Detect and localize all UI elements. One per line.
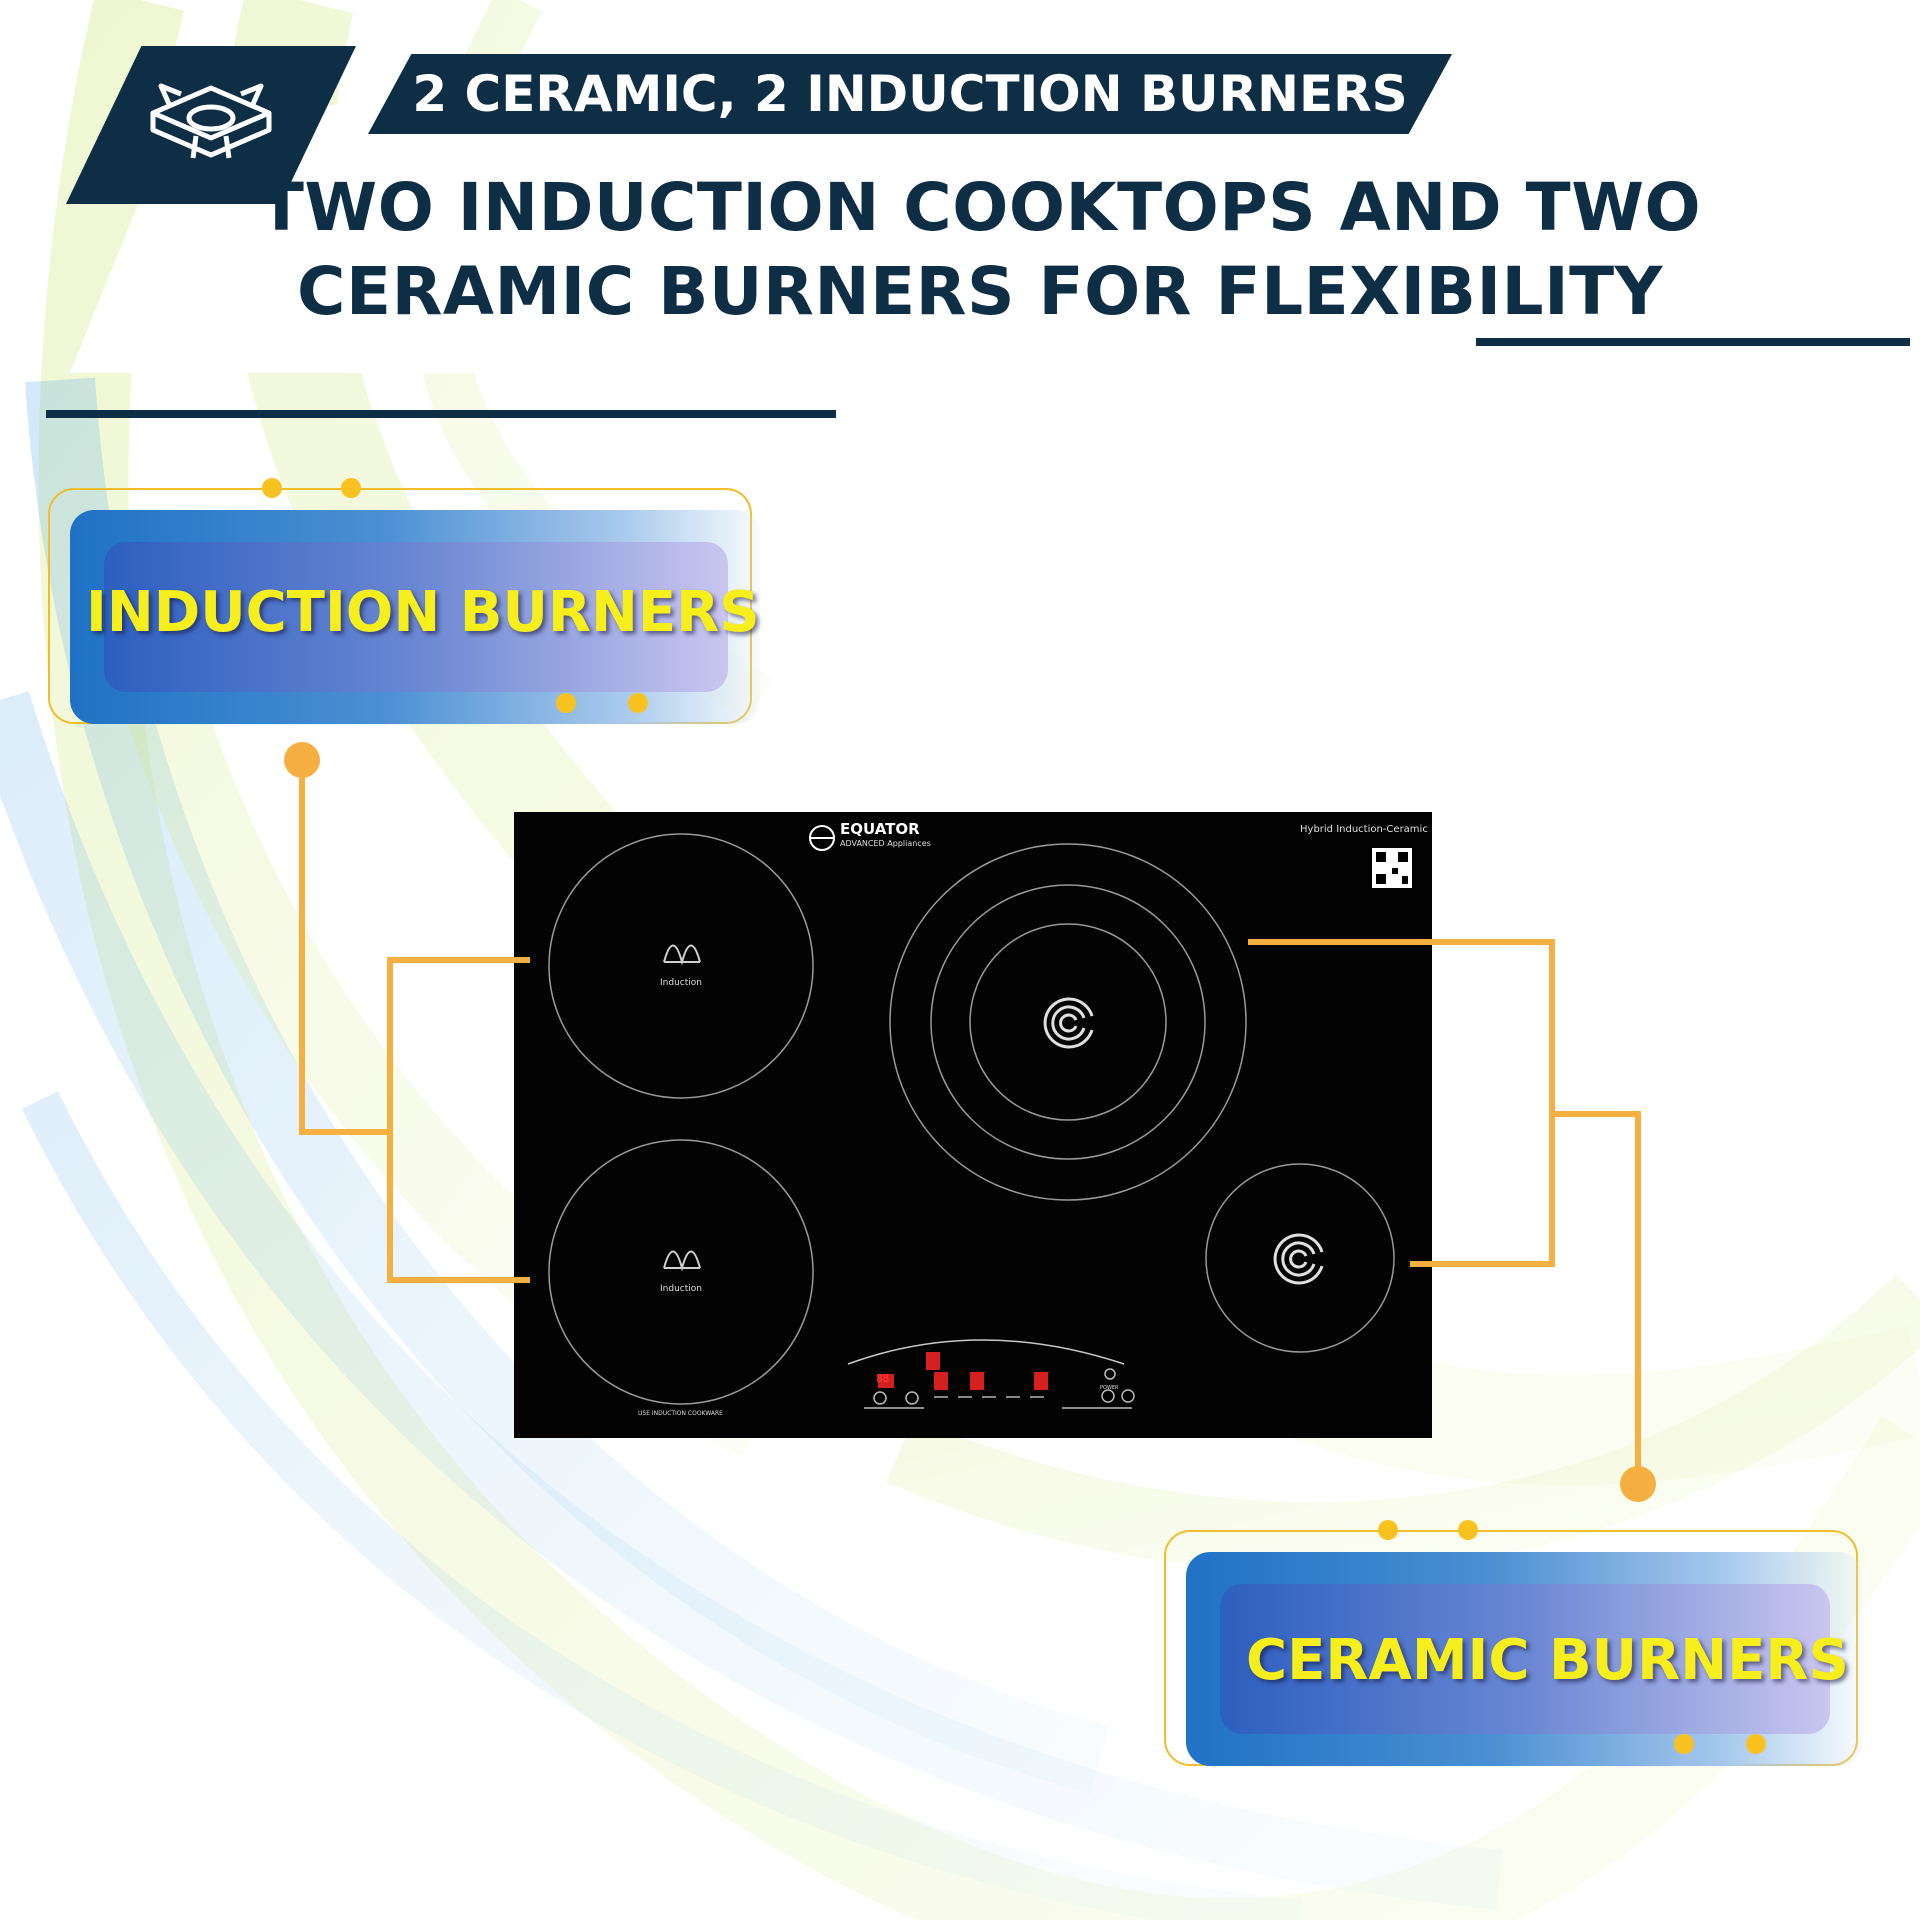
decor-dot	[1674, 1734, 1694, 1754]
decor-dot	[1458, 1520, 1478, 1540]
header-banner	[70, 105, 1870, 373]
headline-line-1: TWO INDUCTION COOKTOPS AND TWO	[258, 169, 1702, 246]
headline-line-2: CERAMIC BURNERS FOR FLEXIBILITY	[297, 253, 1663, 330]
brand-logo-text: EQUATOR	[840, 820, 920, 838]
induction-zone-bottom	[548, 1139, 814, 1405]
induction-burners-label: INDUCTION BURNERS	[86, 580, 760, 645]
decor-dot	[341, 478, 361, 498]
ceramic-callout: CERAMIC BURNERS	[1164, 1510, 1864, 1780]
cooktop-surface	[548, 825, 1412, 1409]
induction-label-bottom: Induction	[660, 1284, 702, 1294]
ceramic-zone-small	[1205, 1163, 1395, 1353]
cooktop-image: EQUATOR ADVANCED Appliances Hybrid Induc…	[514, 812, 1432, 1438]
decor-dot	[1746, 1734, 1766, 1754]
decor-dot	[628, 693, 648, 713]
timer-display: 88	[876, 1372, 890, 1385]
model-text: Hybrid Induction-Ceramic	[1300, 824, 1428, 835]
tagline-bar: 2 CERAMIC, 2 INDUCTION BURNERS	[368, 54, 1452, 134]
header-rule-right	[1476, 338, 1910, 346]
headline: TWO INDUCTION COOKTOPS AND TWO CERAMIC B…	[180, 166, 1780, 334]
stove-burner-icon	[150, 83, 272, 159]
header-rule-left	[46, 410, 836, 418]
ceramic-burners-label: CERAMIC BURNERS	[1246, 1628, 1849, 1693]
qr-code	[1372, 848, 1412, 888]
decor-dot	[1378, 1520, 1398, 1540]
tagline: 2 CERAMIC, 2 INDUCTION BURNERS	[412, 65, 1408, 123]
decor-dot	[556, 693, 576, 713]
ceramic-zone-large	[889, 843, 1247, 1201]
power-label: POWER	[1100, 1385, 1119, 1391]
callout-inner-panel	[104, 542, 728, 692]
induction-label-top: Induction	[660, 978, 702, 988]
induction-callout: INDUCTION BURNERS	[48, 468, 760, 738]
induction-zone-top	[548, 833, 814, 1099]
callout-inner-panel	[1220, 1584, 1830, 1734]
cookware-note: USE INDUCTION COOKWARE	[638, 1410, 723, 1417]
brand-subtitle: ADVANCED Appliances	[840, 839, 931, 848]
decor-dot	[262, 478, 282, 498]
